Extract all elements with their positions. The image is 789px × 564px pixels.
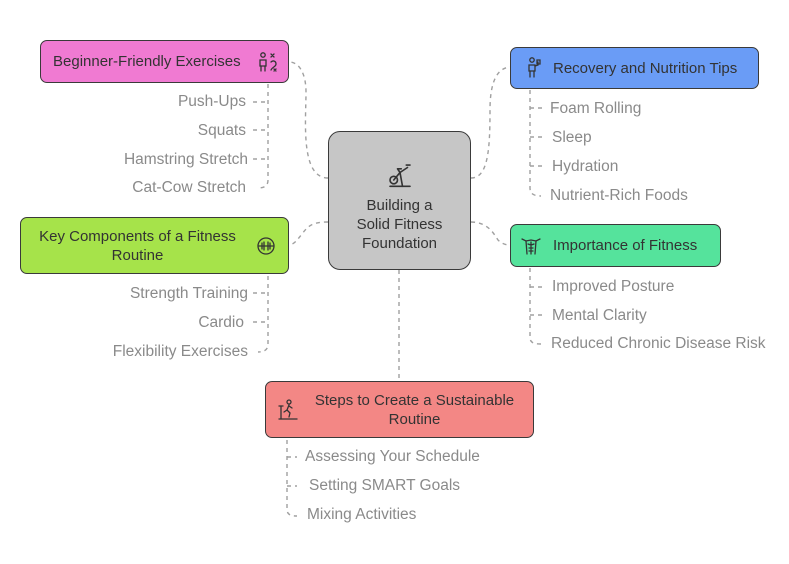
- connector-importance-items: [529, 268, 542, 345]
- leaf-hydration: Hydration: [552, 158, 619, 175]
- leaf-cat-cow-stretch: Cat-Cow Stretch: [132, 179, 246, 196]
- branch-beginner-friendly-exercises[interactable]: Beginner-Friendly Exercises: [40, 40, 289, 83]
- leaf-hamstring-stretch: Hamstring Stretch: [123, 151, 248, 168]
- leaf-mixing-activities: Mixing Activities: [307, 506, 417, 523]
- leaf-flexibility-exercises: Flexibility Exercises: [112, 343, 248, 360]
- branch-recovery-title: Recovery and Nutrition Tips: [553, 59, 738, 77]
- branch-importance-of-fitness[interactable]: Importance of Fitness: [510, 224, 721, 267]
- branch-key-components[interactable]: Key Components of a Fitness Routine: [20, 217, 289, 274]
- connector-center-importance: [470, 221, 511, 246]
- leaf-nutrient-rich-foods: Nutrient-Rich Foods: [550, 187, 688, 204]
- leaf-reduced-chronic-disease-risk: Reduced Chronic Disease Risk: [551, 335, 766, 352]
- dumbbell-icon: [257, 236, 275, 255]
- center-label-line-1: Building a: [366, 197, 433, 214]
- connector-center-beginner: [288, 61, 329, 179]
- exercise-bike-icon: [388, 164, 411, 188]
- connector-beginner-items: [257, 84, 269, 189]
- leaf-push-ups: Push-Ups: [177, 93, 246, 110]
- connector-recovery-items: [529, 90, 542, 197]
- person-drinking-icon: [528, 57, 541, 78]
- leaf-squats: Squats: [197, 122, 246, 139]
- trainer-icon: [259, 51, 277, 72]
- branch-importance-title: Importance of Fitness: [553, 237, 698, 254]
- leaf-assessing-your-schedule: Assessing Your Schedule: [305, 448, 480, 465]
- branch-steps-title: Steps to Create a Sustainable Routine: [314, 391, 515, 428]
- branch-steps-sustainable-routine[interactable]: Steps to Create a Sustainable Routine: [265, 381, 534, 438]
- leaf-setting-smart-goals: Setting SMART Goals: [309, 477, 461, 494]
- leaf-foam-rolling: Foam Rolling: [550, 100, 642, 117]
- leaf-mental-clarity: Mental Clarity: [552, 307, 647, 324]
- connector-steps-items: [286, 440, 298, 517]
- treadmill-icon: [278, 398, 298, 420]
- branch-beginner-title: Beginner-Friendly Exercises: [53, 53, 241, 70]
- branch-recovery-nutrition-tips[interactable]: Recovery and Nutrition Tips: [510, 47, 759, 89]
- center-label-line-3: Foundation: [361, 235, 438, 252]
- center-label-line-2: Solid Fitness: [356, 216, 443, 233]
- leaf-strength-training: Strength Training: [129, 285, 248, 302]
- body-muscle-icon: [521, 237, 541, 255]
- connector-components-items: [257, 276, 269, 353]
- center-node: Building a Solid Fitness Foundation: [328, 131, 471, 270]
- leaf-improved-posture: Improved Posture: [552, 278, 675, 295]
- connector-center-recovery: [470, 66, 511, 179]
- leaf-sleep: Sleep: [552, 129, 592, 146]
- connector-center-components: [288, 221, 329, 246]
- branch-components-title: Key Components of a Fitness Routine: [39, 227, 236, 264]
- leaf-cardio: Cardio: [198, 314, 244, 331]
